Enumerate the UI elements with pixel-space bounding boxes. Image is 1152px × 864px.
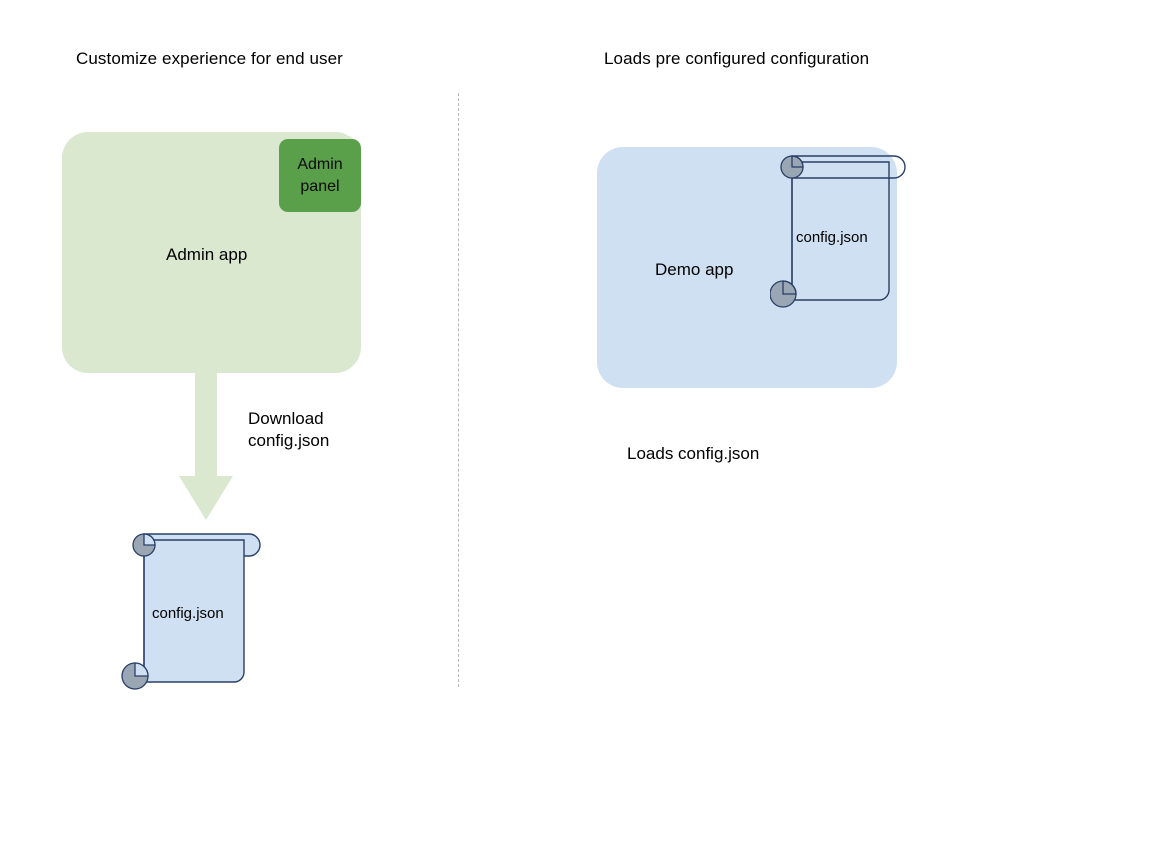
admin-panel-chip-line2: panel	[300, 177, 340, 195]
left-column-title: Customize experience for end user	[76, 49, 343, 68]
demo-app-container	[597, 147, 897, 388]
admin-app-label: Admin app	[166, 245, 248, 264]
document-label-right: config.json	[796, 229, 868, 246]
document-scroll-icon-right	[770, 155, 906, 308]
admin-panel-chip-line1: Admin	[297, 155, 343, 173]
admin-panel-chip[interactable]: Admin panel	[279, 139, 361, 212]
admin-panel-chip-label: Admin panel	[297, 154, 342, 198]
demo-app-label: Demo app	[655, 260, 734, 279]
document-label-left: config.json	[152, 605, 224, 622]
loads-config-caption: Loads config.json	[627, 444, 760, 463]
download-arrow-label-line1: Download	[248, 409, 324, 428]
arrow-down-icon	[179, 370, 233, 520]
document-scroll-icon-left	[121, 533, 261, 690]
download-arrow-label-line2: config.json	[248, 431, 330, 450]
right-column-title: Loads pre configured configuration	[604, 49, 870, 68]
vertical-dashed-divider	[458, 93, 459, 687]
download-arrow-label: Download config.json	[248, 408, 329, 452]
